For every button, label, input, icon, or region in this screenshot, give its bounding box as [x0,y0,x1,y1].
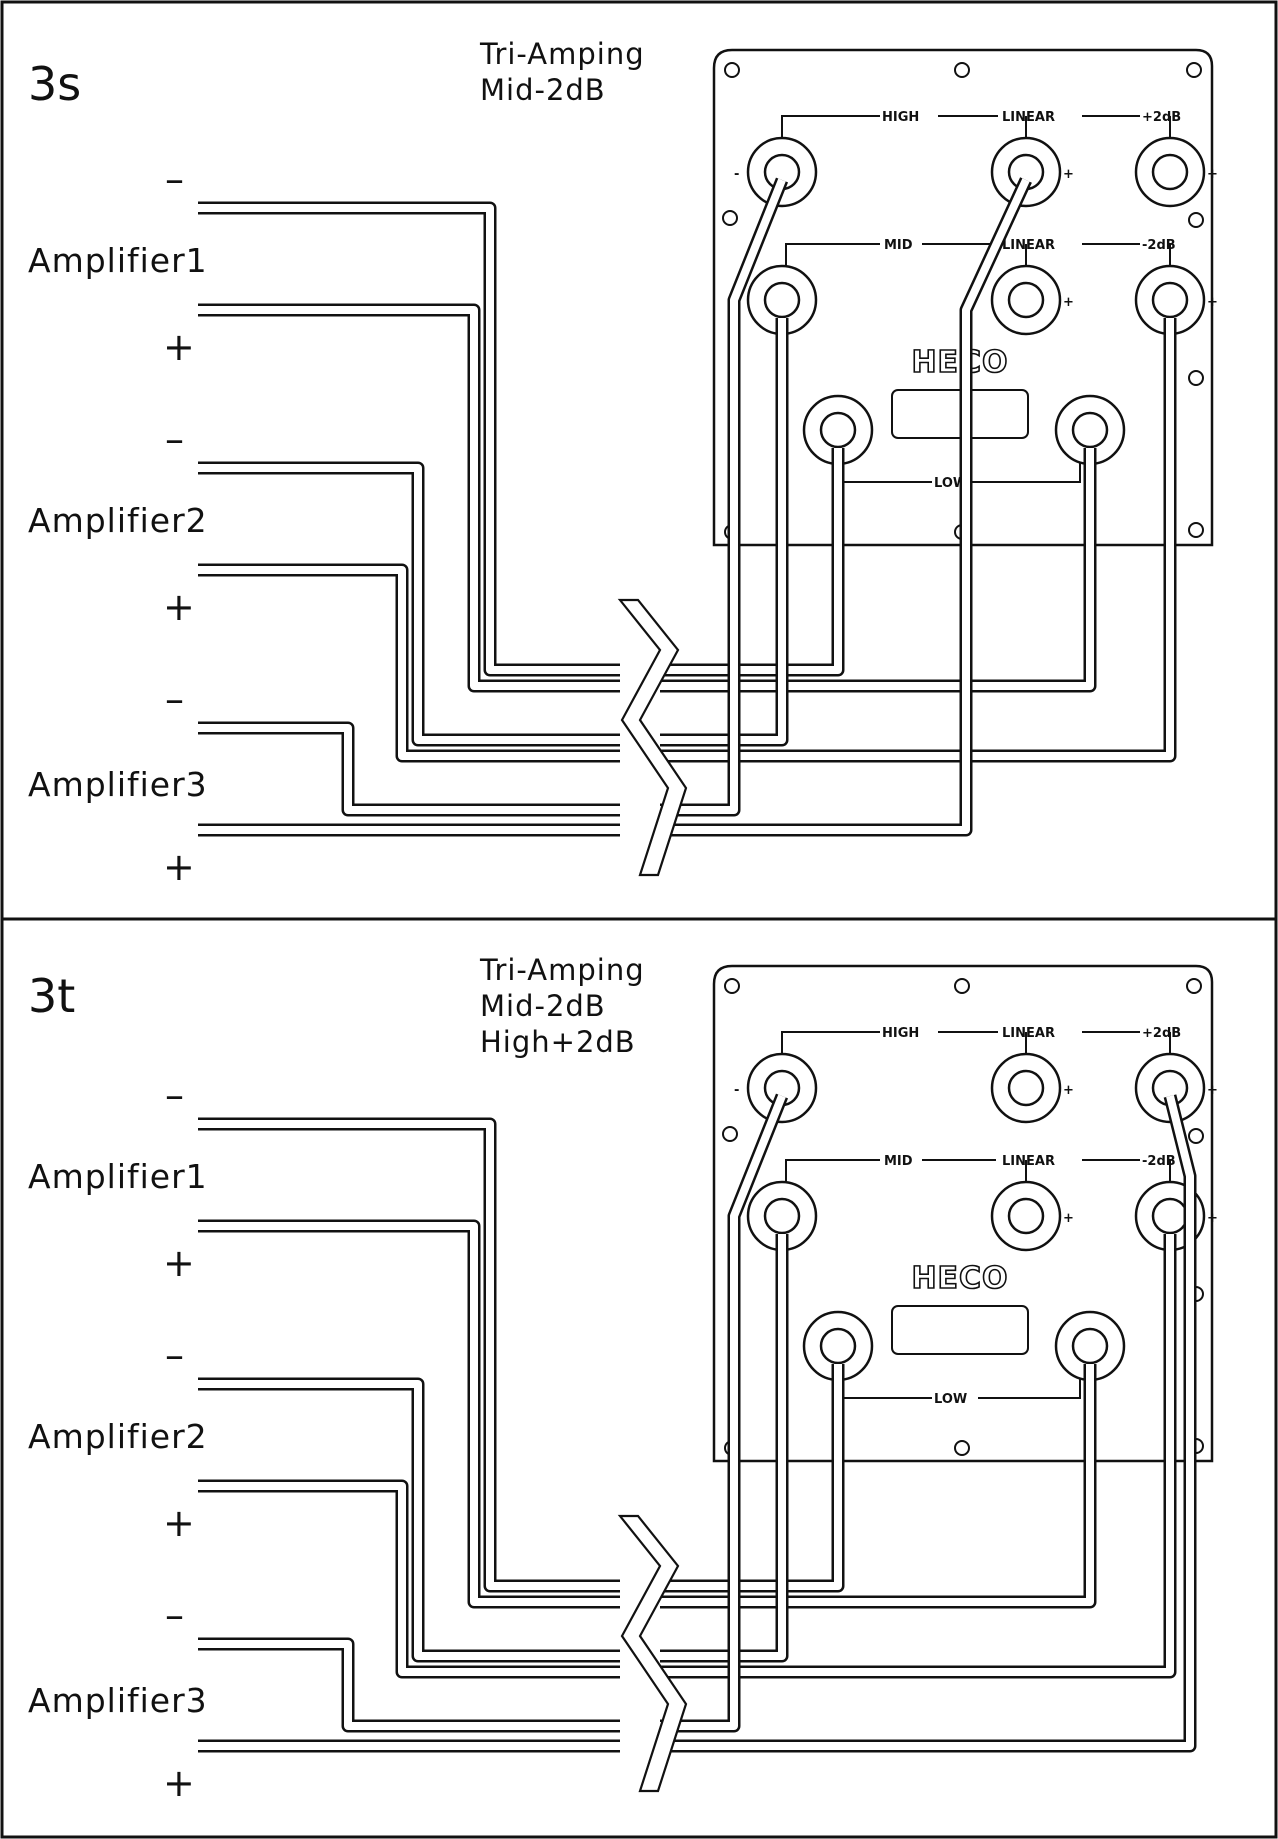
amp2-plus-sign: + [163,1501,195,1545]
cable-amp2-minus [198,1377,620,1663]
label-mid: MID [884,1154,913,1169]
amp2-label: Amplifier2 [28,501,208,540]
amp2-minus-sign: – [165,1333,184,1377]
amp1-minus-sign: – [165,157,184,201]
label-linear-mid: LINEAR [1002,238,1055,253]
amp3-label: Amplifier3 [28,765,208,804]
binding-post-high-plus2 [1134,136,1206,208]
config-note-3: High+2dB [480,1025,636,1059]
amp3-label: Amplifier3 [28,1681,208,1720]
amp3-plus-sign: + [163,1761,195,1805]
cable-break-mark [617,1514,688,1793]
panel-id: 3s [28,57,81,111]
sign-plus: + [1063,167,1074,182]
label-mid: MID [884,238,913,253]
label-high: HIGH [882,1026,919,1041]
sign-plus: + [1207,1083,1218,1098]
amp2-plus-sign: + [163,585,195,629]
sign-plus: + [1063,1211,1074,1226]
label-low: LOW [934,476,967,491]
brand-logo: HECO [911,1261,1008,1296]
config-note-1: Tri-Amping [479,37,645,71]
label-high: HIGH [882,110,919,125]
sign-plus: + [1207,1211,1218,1226]
sign-plus: + [1063,295,1074,310]
label-plus2db: +2dB [1142,1026,1181,1041]
binding-post-low-minus [802,394,874,466]
label-linear-high: LINEAR [1002,1026,1055,1041]
binding-post-low-minus [802,1310,874,1382]
amp1-label: Amplifier1 [28,241,208,280]
label-linear-high: LINEAR [1002,110,1055,125]
panel-frame-3t [0,917,1278,1839]
binding-post-high-minus [746,136,818,208]
amp1-plus-sign: + [163,1241,195,1285]
cable-amp1-plus [198,1219,620,1609]
cable-amp2-minus [198,461,620,747]
panel-3s: 3s Tri-Amping Mid-2dB – Amplifier1 + – A… [28,37,1218,889]
amp2-minus-sign: – [165,417,184,461]
label-plus2db: +2dB [1142,110,1181,125]
amp3-plus-sign: + [163,845,195,889]
panel-id: 3t [28,969,75,1023]
label-minus2db: -2dB [1142,1154,1176,1169]
binding-post-low-plus [1054,1310,1126,1382]
amp3-minus-sign: – [165,677,184,721]
cable-break-mark [617,598,688,877]
label-minus2db: -2dB [1142,238,1176,253]
cable-amp1-minus [198,201,620,677]
sign-plus: + [1063,1083,1074,1098]
binding-post-mid-linear [990,264,1062,336]
amp1-minus-sign: – [165,1073,184,1117]
speaker-cables [198,177,1177,877]
cable-amp1-minus [198,1117,620,1593]
speaker-cables [198,1093,1197,1793]
amp1-label: Amplifier1 [28,1157,208,1196]
amp1-plus-sign: + [163,325,195,369]
config-note-2: Mid-2dB [480,73,606,107]
binding-post-low-plus [1054,394,1126,466]
panel-3t: 3t Tri-Amping Mid-2dB High+2dB – Amplifi… [28,953,1218,1805]
config-note-1: Tri-Amping [479,953,645,987]
terminal-plate: HECO HIGH LINEAR +2dB MID LINEAR -2dB LO… [712,964,1218,1463]
sign-plus: + [1207,295,1218,310]
label-low: LOW [934,1392,967,1407]
amp2-label: Amplifier2 [28,1417,208,1456]
sign-plus: + [1207,167,1218,182]
binding-post-high-linear [990,1052,1062,1124]
binding-post-high-plus2 [1134,1052,1206,1124]
binding-post-mid-minus [746,264,818,336]
label-linear-mid: LINEAR [1002,1154,1055,1169]
amp3-minus-sign: – [165,1593,184,1637]
binding-post-mid-linear [990,1180,1062,1252]
config-note-2: Mid-2dB [480,989,606,1023]
cable-amp1-plus [198,303,620,693]
binding-post-high-minus [746,1052,818,1124]
binding-post-high-linear [990,136,1062,208]
sign-minus: - [734,1083,739,1098]
sign-minus: - [734,167,739,182]
